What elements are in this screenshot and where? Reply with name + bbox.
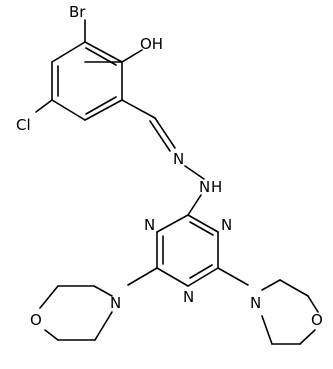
atom-label-n-imine: N [173, 150, 184, 168]
bond-mr-6 [261, 315, 273, 345]
bond-nh-triazine [187, 194, 202, 216]
atom-label-oh: OH [140, 35, 163, 53]
atom-label-n-morpholine-right: N [250, 294, 261, 312]
atom-label-n-triazine-2: N [221, 216, 232, 234]
bond-c-ch [121, 99, 156, 119]
bond-ml-1 [93, 285, 113, 297]
morpholine-right [261, 279, 319, 345]
bond-ring-c4-c5 [51, 99, 86, 121]
bond-tri-1 [187, 214, 219, 233]
bond-ring-c6-c1 [51, 41, 86, 63]
atom-label-n-morpholine-left: N [110, 294, 121, 312]
bond-tri-4 [156, 267, 189, 287]
atom-label-br: Br [69, 3, 86, 21]
bond-ring-double-2 [85, 96, 117, 115]
bond-ring-double-1 [85, 47, 117, 66]
bond-ml-3 [39, 285, 59, 309]
bond-tri-6 [156, 214, 189, 233]
bond-c-oh [121, 49, 143, 63]
bond-mr-3 [307, 295, 319, 313]
bond-ml-4 [44, 329, 59, 341]
atom-label-o-morpholine-right: O [311, 311, 323, 329]
triazine-ring [156, 214, 219, 287]
bond-n-nh [184, 165, 205, 180]
benzene-ring [51, 41, 123, 121]
bond-tri-3 [187, 267, 219, 287]
bond-mr-1 [261, 279, 281, 291]
bond-ring-c1-top [84, 41, 123, 63]
atom-label-n-triazine-3: N [183, 288, 194, 306]
atom-label-cl: Cl [16, 116, 31, 134]
morpholine-left [39, 285, 113, 341]
bond-mr-2 [279, 279, 309, 297]
atom-label-nh-h: H [211, 178, 222, 196]
bond-mr-4 [299, 329, 316, 345]
bond-tri-double-2 [189, 264, 213, 279]
bond-ch-n-double-a [154, 117, 176, 149]
bond-tri-morph-right [217, 267, 249, 286]
atom-label-n-triazine-1: N [144, 216, 155, 234]
bond-ring-c3-c4 [84, 99, 123, 121]
atom-label-o-morpholine-left: O [30, 311, 42, 329]
bond-ch-n-double-b [149, 120, 171, 152]
bond-ml-6 [94, 311, 113, 341]
atom-label-nh-n: N [199, 178, 210, 196]
bond-tri-double-1 [189, 221, 214, 236]
bond-tri-morph-left [127, 267, 158, 286]
bond-c-cl [35, 99, 53, 113]
